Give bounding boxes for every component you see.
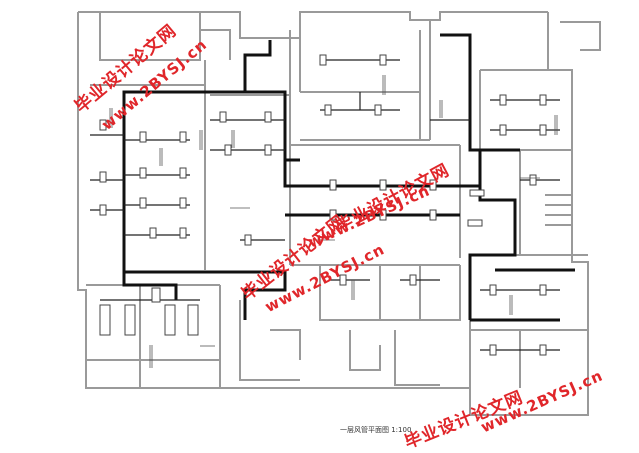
walls (77, 11, 601, 416)
branch-ducts (90, 59, 560, 351)
air-outlets (99, 54, 547, 356)
duct-runs (122, 33, 575, 322)
annotation-marks (109, 75, 558, 368)
hvac-floor-plan (77, 11, 601, 416)
drawing-caption: 一层风管平面图 1:100 (340, 426, 412, 434)
